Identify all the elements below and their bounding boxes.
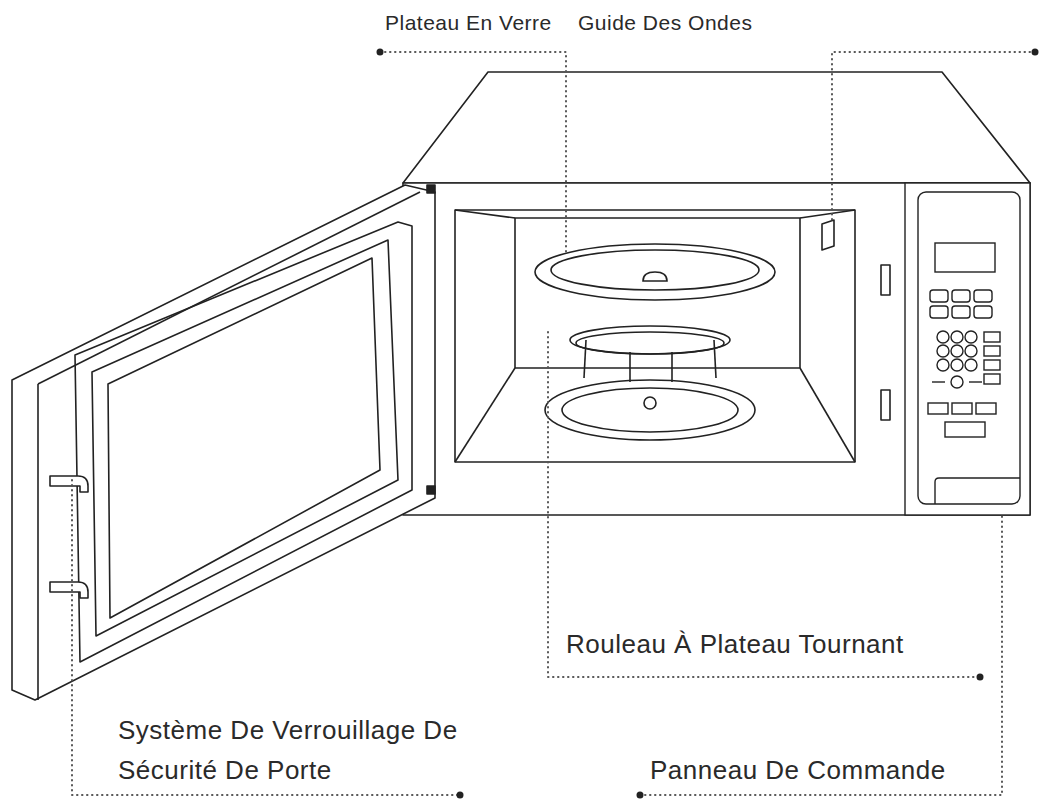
panel-button: [984, 374, 1000, 384]
keypad-button: [937, 331, 949, 343]
panel-button: [952, 403, 972, 414]
door-frame: [92, 240, 398, 636]
cavity-opening: [455, 210, 855, 462]
leader-lines: [72, 52, 1035, 795]
microwave-body: [403, 72, 1030, 515]
keypad-button: [951, 376, 963, 388]
leader-dots: [377, 49, 1039, 799]
panel-button: [928, 403, 948, 414]
cavity-edge: [800, 210, 855, 218]
roller-leg: [629, 352, 631, 382]
panel-button: [930, 306, 948, 318]
panel-button: [974, 306, 992, 318]
door-slot: [881, 390, 890, 420]
housing-front: [403, 183, 1030, 515]
panel-display: [935, 243, 995, 272]
door-window: [108, 258, 380, 618]
roller-ring: [570, 326, 730, 354]
panel-button: [974, 290, 992, 302]
panel-button: [952, 290, 970, 302]
door-latch: [50, 582, 88, 598]
cavity-floor-ring: [545, 380, 755, 440]
start-button: [945, 422, 985, 437]
cavity-back: [515, 218, 800, 368]
part-label: Système De Verrouillage De Sécurité De P…: [118, 710, 468, 790]
roller-leg: [714, 340, 716, 378]
glass-tray-rim: [551, 250, 759, 290]
panel-button: [984, 332, 1000, 342]
tray-hub: [643, 272, 667, 281]
part-label: Plateau En Verre: [385, 10, 552, 36]
cavity-floor-ring: [562, 388, 738, 432]
leader-line: [832, 52, 1035, 222]
keypad-button: [951, 359, 963, 371]
roller-leg: [671, 352, 673, 382]
leader-dot: [977, 674, 984, 681]
part-label: Guide Des Ondes: [578, 10, 752, 36]
panel-button: [930, 290, 948, 302]
turntable: [535, 244, 775, 440]
keypad-button: [937, 359, 949, 371]
panel-button: [984, 346, 1000, 356]
leader-line: [72, 480, 460, 795]
panel-face: [918, 192, 1020, 504]
leader-dot: [637, 792, 644, 799]
door-frame: [75, 222, 412, 662]
door-edge: [38, 192, 420, 384]
cavity-edge: [455, 210, 515, 218]
keypad-button: [965, 331, 977, 343]
keypad-mark: [969, 381, 982, 382]
door-slot: [881, 265, 890, 295]
leader-dot: [377, 49, 384, 56]
leader-line: [380, 52, 566, 252]
drive-coupler: [644, 397, 656, 409]
panel-button: [952, 306, 970, 318]
keypad-button: [965, 359, 977, 371]
panel-housing: [905, 183, 1030, 515]
cavity-edge: [800, 368, 855, 462]
door-edge: [37, 384, 39, 700]
door-latch: [50, 476, 88, 492]
door-hinge: [427, 185, 435, 193]
keypad-button: [951, 331, 963, 343]
control-panel: [905, 183, 1030, 515]
glass-tray: [535, 244, 775, 300]
keypad-button: [937, 345, 949, 357]
keypad-button: [951, 345, 963, 357]
door: [12, 185, 435, 700]
keypad-mark: [932, 381, 945, 382]
panel-button: [976, 403, 996, 414]
housing-top: [403, 72, 1030, 183]
door-release: [935, 478, 1020, 504]
leader-line: [548, 332, 980, 677]
part-label: Rouleau À Plateau Tournant: [566, 628, 904, 660]
roller-ring: [576, 332, 724, 354]
leader-dot: [1032, 49, 1039, 56]
door-outer: [12, 185, 435, 700]
keypad-button: [965, 345, 977, 357]
panel-button: [984, 360, 1000, 370]
cavity-edge: [455, 368, 515, 462]
part-label: Panneau De Commande: [650, 754, 946, 786]
door-hinge: [427, 486, 435, 494]
leader-dot: [457, 792, 464, 799]
waveguide-cover: [822, 220, 834, 250]
roller-leg: [584, 340, 586, 378]
